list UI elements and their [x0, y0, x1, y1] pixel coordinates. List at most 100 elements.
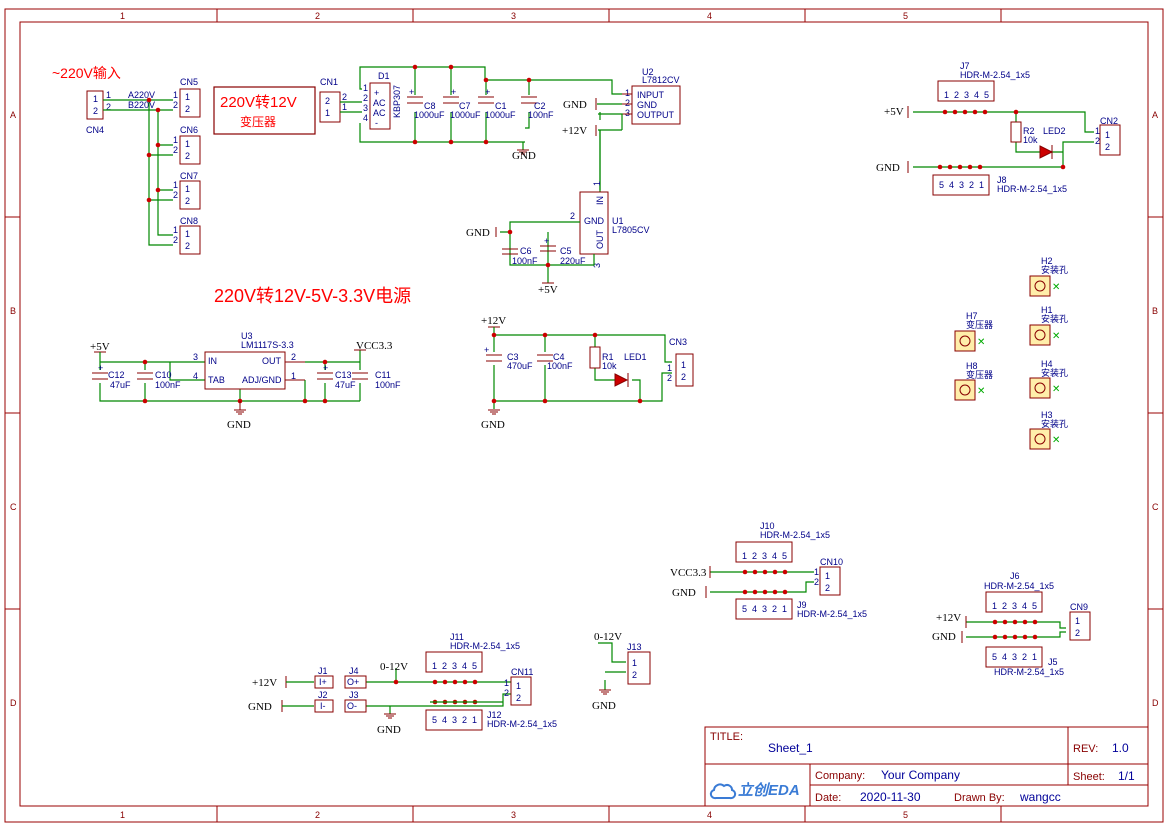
- hole-label: 变压器: [966, 369, 993, 380]
- u3-ldo[interactable]: U3 LM1117S-3.3 IN TAB OUT ADJ/GND 3 4 2 …: [193, 331, 305, 390]
- wire: [493, 327, 672, 409]
- j11-value: HDR-M-2.54_1x5: [450, 641, 520, 651]
- svg-text:立创EDA: 立创EDA: [738, 781, 800, 799]
- j1-terminal[interactable]: I+ J1: [314, 666, 334, 689]
- hole-ref: H7: [966, 311, 978, 321]
- j4-terminal[interactable]: O+ J4: [344, 666, 367, 689]
- pin-number: 3: [363, 103, 368, 113]
- r1-resistor[interactable]: R1 10k: [589, 346, 617, 371]
- c3-capacitor[interactable]: + C3 470uF: [484, 345, 533, 371]
- cn2[interactable]: CN2 1 2 1 2: [1095, 116, 1121, 156]
- j11-header[interactable]: J11 HDR-M-2.54_1x5 1 2 3 4 5: [425, 632, 520, 673]
- pin-number: 4: [974, 90, 979, 100]
- c12-value: 47uF: [110, 380, 131, 390]
- j6-ref: J6: [1010, 571, 1020, 581]
- j10-value: HDR-M-2.54_1x5: [760, 530, 830, 540]
- cn3[interactable]: CN3 1 2 1 2: [667, 337, 694, 387]
- cn2-ref: CN2: [1100, 116, 1118, 126]
- j2-terminal[interactable]: I- J2: [314, 690, 334, 713]
- cn4-ref: CN4: [86, 125, 104, 135]
- j7-header[interactable]: J7 HDR-M-2.54_1x5 1 2 3 4 5: [937, 61, 1030, 102]
- j9-header[interactable]: J9 HDR-M-2.54_1x5 5 4 3 2 1: [735, 598, 867, 620]
- pin-number: 2: [173, 100, 178, 110]
- pin-number: 5: [742, 604, 747, 614]
- main-title: 220V转12V-5V-3.3V电源: [214, 286, 411, 306]
- hole-h1[interactable]: ✕ H1 安装孔: [1029, 305, 1068, 346]
- cn5[interactable]: CN5 1 2 1 2: [173, 77, 201, 118]
- c11-capacitor[interactable]: C11 100nF: [352, 370, 401, 390]
- pin-number: 4: [772, 551, 777, 561]
- j5-header[interactable]: J5 HDR-M-2.54_1x5 5 4 3 2 1: [985, 646, 1064, 677]
- j8-header[interactable]: J8 HDR-M-2.54_1x5 5 4 3 2 1: [932, 174, 1067, 196]
- pin-number: 2: [667, 373, 672, 383]
- r1-ref: R1: [602, 352, 614, 362]
- svg-text:+12V: +12V: [562, 125, 587, 137]
- hole-h8[interactable]: ✕ H8 变压器: [954, 361, 993, 401]
- hole-h2[interactable]: ✕ H2 安装孔: [1029, 256, 1068, 297]
- c8-capacitor[interactable]: + C8 1000uF: [407, 87, 445, 120]
- pin-number: 3: [625, 108, 630, 118]
- r2-resistor[interactable]: R2 10k: [1010, 121, 1038, 145]
- j13-connector[interactable]: J13 1 2: [627, 642, 651, 685]
- svg-text:GND: GND: [672, 587, 696, 599]
- j5-value: HDR-M-2.54_1x5: [994, 667, 1064, 677]
- svg-text:GND: GND: [377, 724, 401, 736]
- led2-ref: LED2: [1043, 126, 1066, 136]
- pin-number: 3: [762, 604, 767, 614]
- pin-label: OUT: [595, 230, 605, 250]
- led1-diode[interactable]: LED1: [614, 352, 647, 387]
- terminal-symbol: O+: [347, 677, 359, 687]
- pol-sign: +: [98, 363, 103, 373]
- svg-text:GND: GND: [592, 700, 616, 712]
- j3-terminal[interactable]: O- J3: [344, 690, 367, 713]
- pin-number: 1: [504, 678, 509, 688]
- cn7[interactable]: CN7 1 2 1 2: [173, 171, 201, 210]
- j10-header[interactable]: J10 HDR-M-2.54_1x5 1 2 3 4 5: [735, 521, 830, 563]
- j6-header[interactable]: J6 HDR-M-2.54_1x5 1 2 3 4 5: [984, 571, 1054, 613]
- title-value: Sheet_1: [768, 741, 813, 755]
- pin-number: 2: [504, 688, 509, 698]
- pin-number: 5: [472, 661, 477, 671]
- pol-sign: +: [323, 363, 328, 373]
- c12-ref: C12: [108, 370, 125, 380]
- header-pins: [742, 569, 788, 595]
- hole-ref: H3: [1041, 410, 1053, 420]
- cn6[interactable]: CN6 1 2 1 2: [173, 125, 201, 165]
- cn1[interactable]: CN1 2 1 2 1: [319, 77, 347, 123]
- r1-value: 10k: [602, 361, 617, 371]
- hole-label: 安装孔: [1041, 418, 1068, 429]
- hole-h4[interactable]: ✕ H4 安装孔: [1029, 359, 1068, 399]
- cn4-body[interactable]: [86, 90, 104, 120]
- hole-h7[interactable]: ✕ H7 变压器: [954, 311, 993, 352]
- pin-number: 2: [625, 98, 630, 108]
- c12-capacitor[interactable]: + C12 47uF: [92, 363, 131, 390]
- j12-header[interactable]: J12 HDR-M-2.54_1x5 5 4 3 2 1: [425, 709, 557, 731]
- d1-bridge[interactable]: D1 KBP307 + AC AC - 1 2 3 4: [363, 71, 402, 130]
- hole-h3[interactable]: ✕ H3 安装孔: [1029, 410, 1068, 450]
- c2-capacitor[interactable]: C2 100nF: [521, 96, 554, 120]
- c7-capacitor[interactable]: + C7 1000uF: [443, 87, 481, 120]
- pin-number: 1: [173, 90, 178, 100]
- cn9[interactable]: CN9 1 2: [1069, 602, 1091, 641]
- led1-section: +12V + C3 470uF C4 100nF R1 10k LED1: [481, 315, 694, 431]
- cn8[interactable]: CN8 1 2 1 2: [173, 216, 201, 255]
- led2-diode[interactable]: LED2: [1039, 126, 1066, 159]
- net-label-a220: A220V: [128, 90, 155, 100]
- pin-number: 1: [1032, 652, 1037, 662]
- net-12v: +12V: [252, 676, 287, 689]
- c1-capacitor[interactable]: + C1 1000uF: [478, 87, 516, 120]
- svg-text:✕: ✕: [1052, 435, 1060, 446]
- svg-text:+5V: +5V: [884, 106, 904, 118]
- cn11[interactable]: CN11 1 2 1 2: [504, 667, 533, 706]
- u2-regulator[interactable]: U2 L7812CV INPUT GND OUTPUT 1 2 3: [622, 67, 681, 125]
- j6-value: HDR-M-2.54_1x5: [984, 581, 1054, 591]
- c5-capacitor[interactable]: + C5 220uF: [540, 236, 586, 266]
- u1-regulator[interactable]: U1 L7805CV IN GND OUT 1 2 3: [570, 181, 650, 268]
- pin-number: 1: [667, 363, 672, 373]
- c13-capacitor[interactable]: + C13 47uF: [317, 363, 356, 390]
- c10-capacitor[interactable]: C10 100nF: [137, 370, 181, 390]
- c4-capacitor[interactable]: C4 100nF: [537, 352, 573, 371]
- cn10[interactable]: CN10 1 2 1 2: [814, 557, 843, 596]
- c6-capacitor[interactable]: C6 100nF: [502, 246, 538, 266]
- c8-ref: C8: [424, 101, 436, 111]
